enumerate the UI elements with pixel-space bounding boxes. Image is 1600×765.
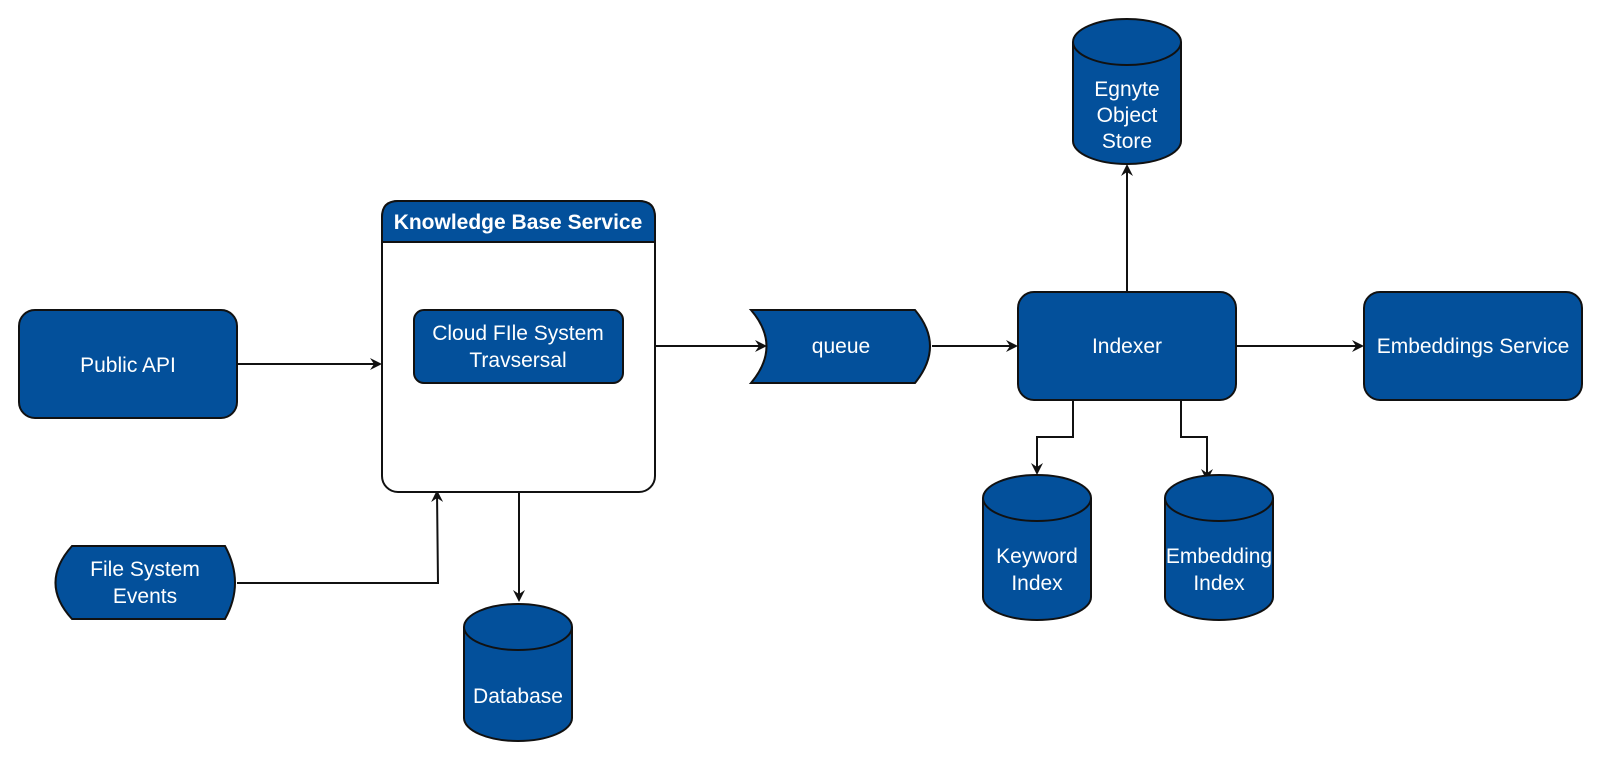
public-api-node: Public API xyxy=(18,309,238,419)
edge-indexer-to-embedding-index xyxy=(1180,400,1213,481)
keyword-index-node: Keyword Index xyxy=(982,474,1092,621)
database-label: Database xyxy=(473,685,563,708)
object-store-label-line3: Store xyxy=(1102,130,1152,153)
embedding-index-node: Embedding Index xyxy=(1164,474,1274,621)
indexer-label: Indexer xyxy=(1092,335,1162,358)
database-node: Database xyxy=(463,603,573,742)
object-store-label-line2: Object xyxy=(1097,104,1158,127)
embedding-index-label-line1: Embedding xyxy=(1166,545,1272,568)
edge-indexer-to-keyword-index xyxy=(1031,400,1074,475)
file-system-events-label-line2: Events xyxy=(113,585,177,608)
edge-fs-events-to-kb-service xyxy=(237,490,444,584)
object-store-label-line1: Egnyte xyxy=(1094,78,1159,101)
embeddings-service-node: Embeddings Service xyxy=(1363,291,1583,401)
cloud-file-system-traversal-node: Cloud FIle System Travsersal xyxy=(413,309,624,384)
embedding-index-label-line2: Index xyxy=(1193,572,1245,595)
traversal-label-line2: Travsersal xyxy=(469,349,566,372)
embeddings-service-label: Embeddings Service xyxy=(1377,335,1570,358)
indexer-node: Indexer xyxy=(1017,291,1237,401)
traversal-label-line1: Cloud FIle System xyxy=(432,322,604,345)
egnyte-object-store-node: Egnyte Object Store xyxy=(1072,18,1182,165)
knowledge-base-service-title: Knowledge Base Service xyxy=(394,211,643,234)
keyword-index-label-line2: Index xyxy=(1011,572,1063,595)
queue-label: queue xyxy=(812,335,870,358)
file-system-events-node: File System Events xyxy=(54,545,236,620)
file-system-events-label-line1: File System xyxy=(90,558,200,581)
public-api-label: Public API xyxy=(80,354,176,377)
keyword-index-label-line1: Keyword xyxy=(996,545,1078,568)
queue-node: queue xyxy=(748,309,931,384)
